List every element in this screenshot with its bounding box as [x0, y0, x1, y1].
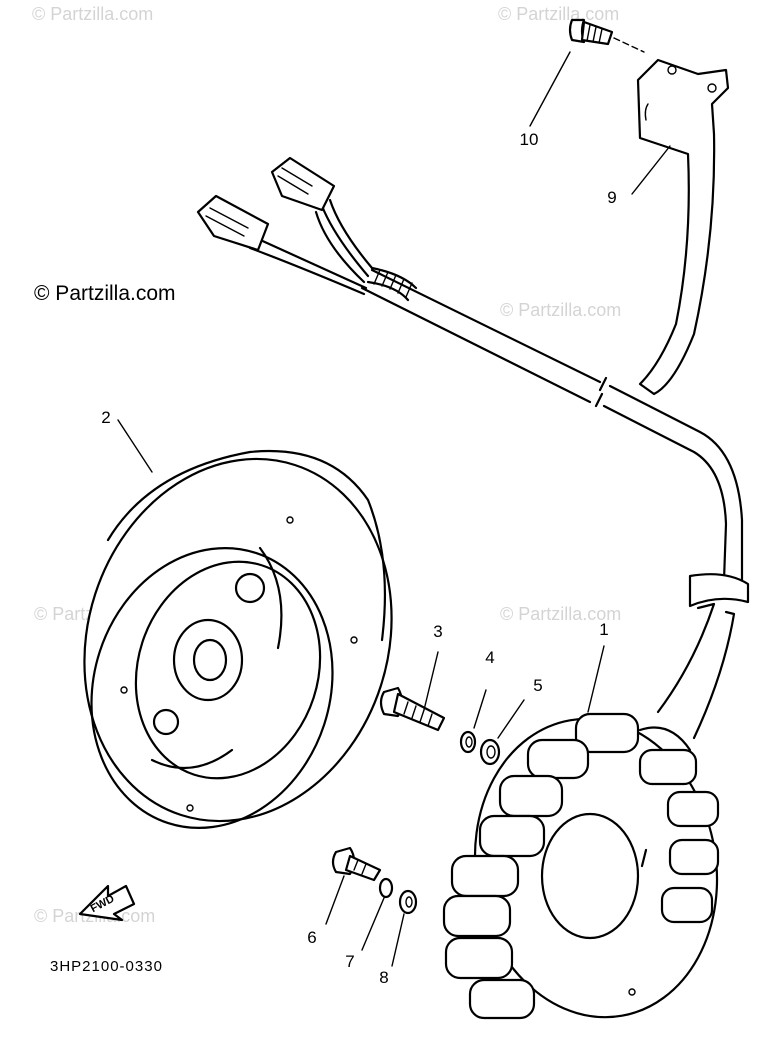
watermark: © Partzilla.com — [500, 300, 622, 320]
watermark: © Partzilla.com — [500, 604, 622, 624]
callout-9: 9 — [607, 188, 617, 207]
wire-harness — [196, 156, 750, 740]
callout-1: 1 — [599, 620, 609, 639]
callout-2: 2 — [101, 408, 111, 427]
callout-5: 5 — [533, 676, 543, 695]
leader-10 — [529, 51, 571, 127]
washer-4 — [459, 689, 487, 754]
washer-5 — [479, 699, 525, 766]
callout-4: 4 — [485, 648, 495, 667]
stator-1 — [442, 645, 720, 1020]
washer-8 — [391, 889, 418, 967]
bolt-3 — [379, 651, 446, 732]
drawing-code: 3HP2100-0330 — [50, 958, 163, 975]
watermark: © Partzilla.com — [32, 4, 154, 24]
bolt-10 — [568, 18, 645, 53]
fwd-arrow-icon — [78, 884, 136, 922]
watermark: © Partzilla.com — [498, 4, 620, 24]
callout-8: 8 — [379, 968, 389, 987]
rotor-2 — [83, 419, 393, 829]
copyright-notice: © Partzilla.com — [34, 282, 176, 305]
callout-3: 3 — [433, 622, 443, 641]
callout-6: 6 — [307, 928, 317, 947]
leader-9 — [631, 145, 671, 195]
callout-7: 7 — [345, 952, 355, 971]
screw-6 — [325, 846, 382, 925]
bracket-9 — [636, 58, 730, 396]
callout-10: 10 — [519, 130, 539, 149]
washer-7 — [361, 877, 394, 951]
